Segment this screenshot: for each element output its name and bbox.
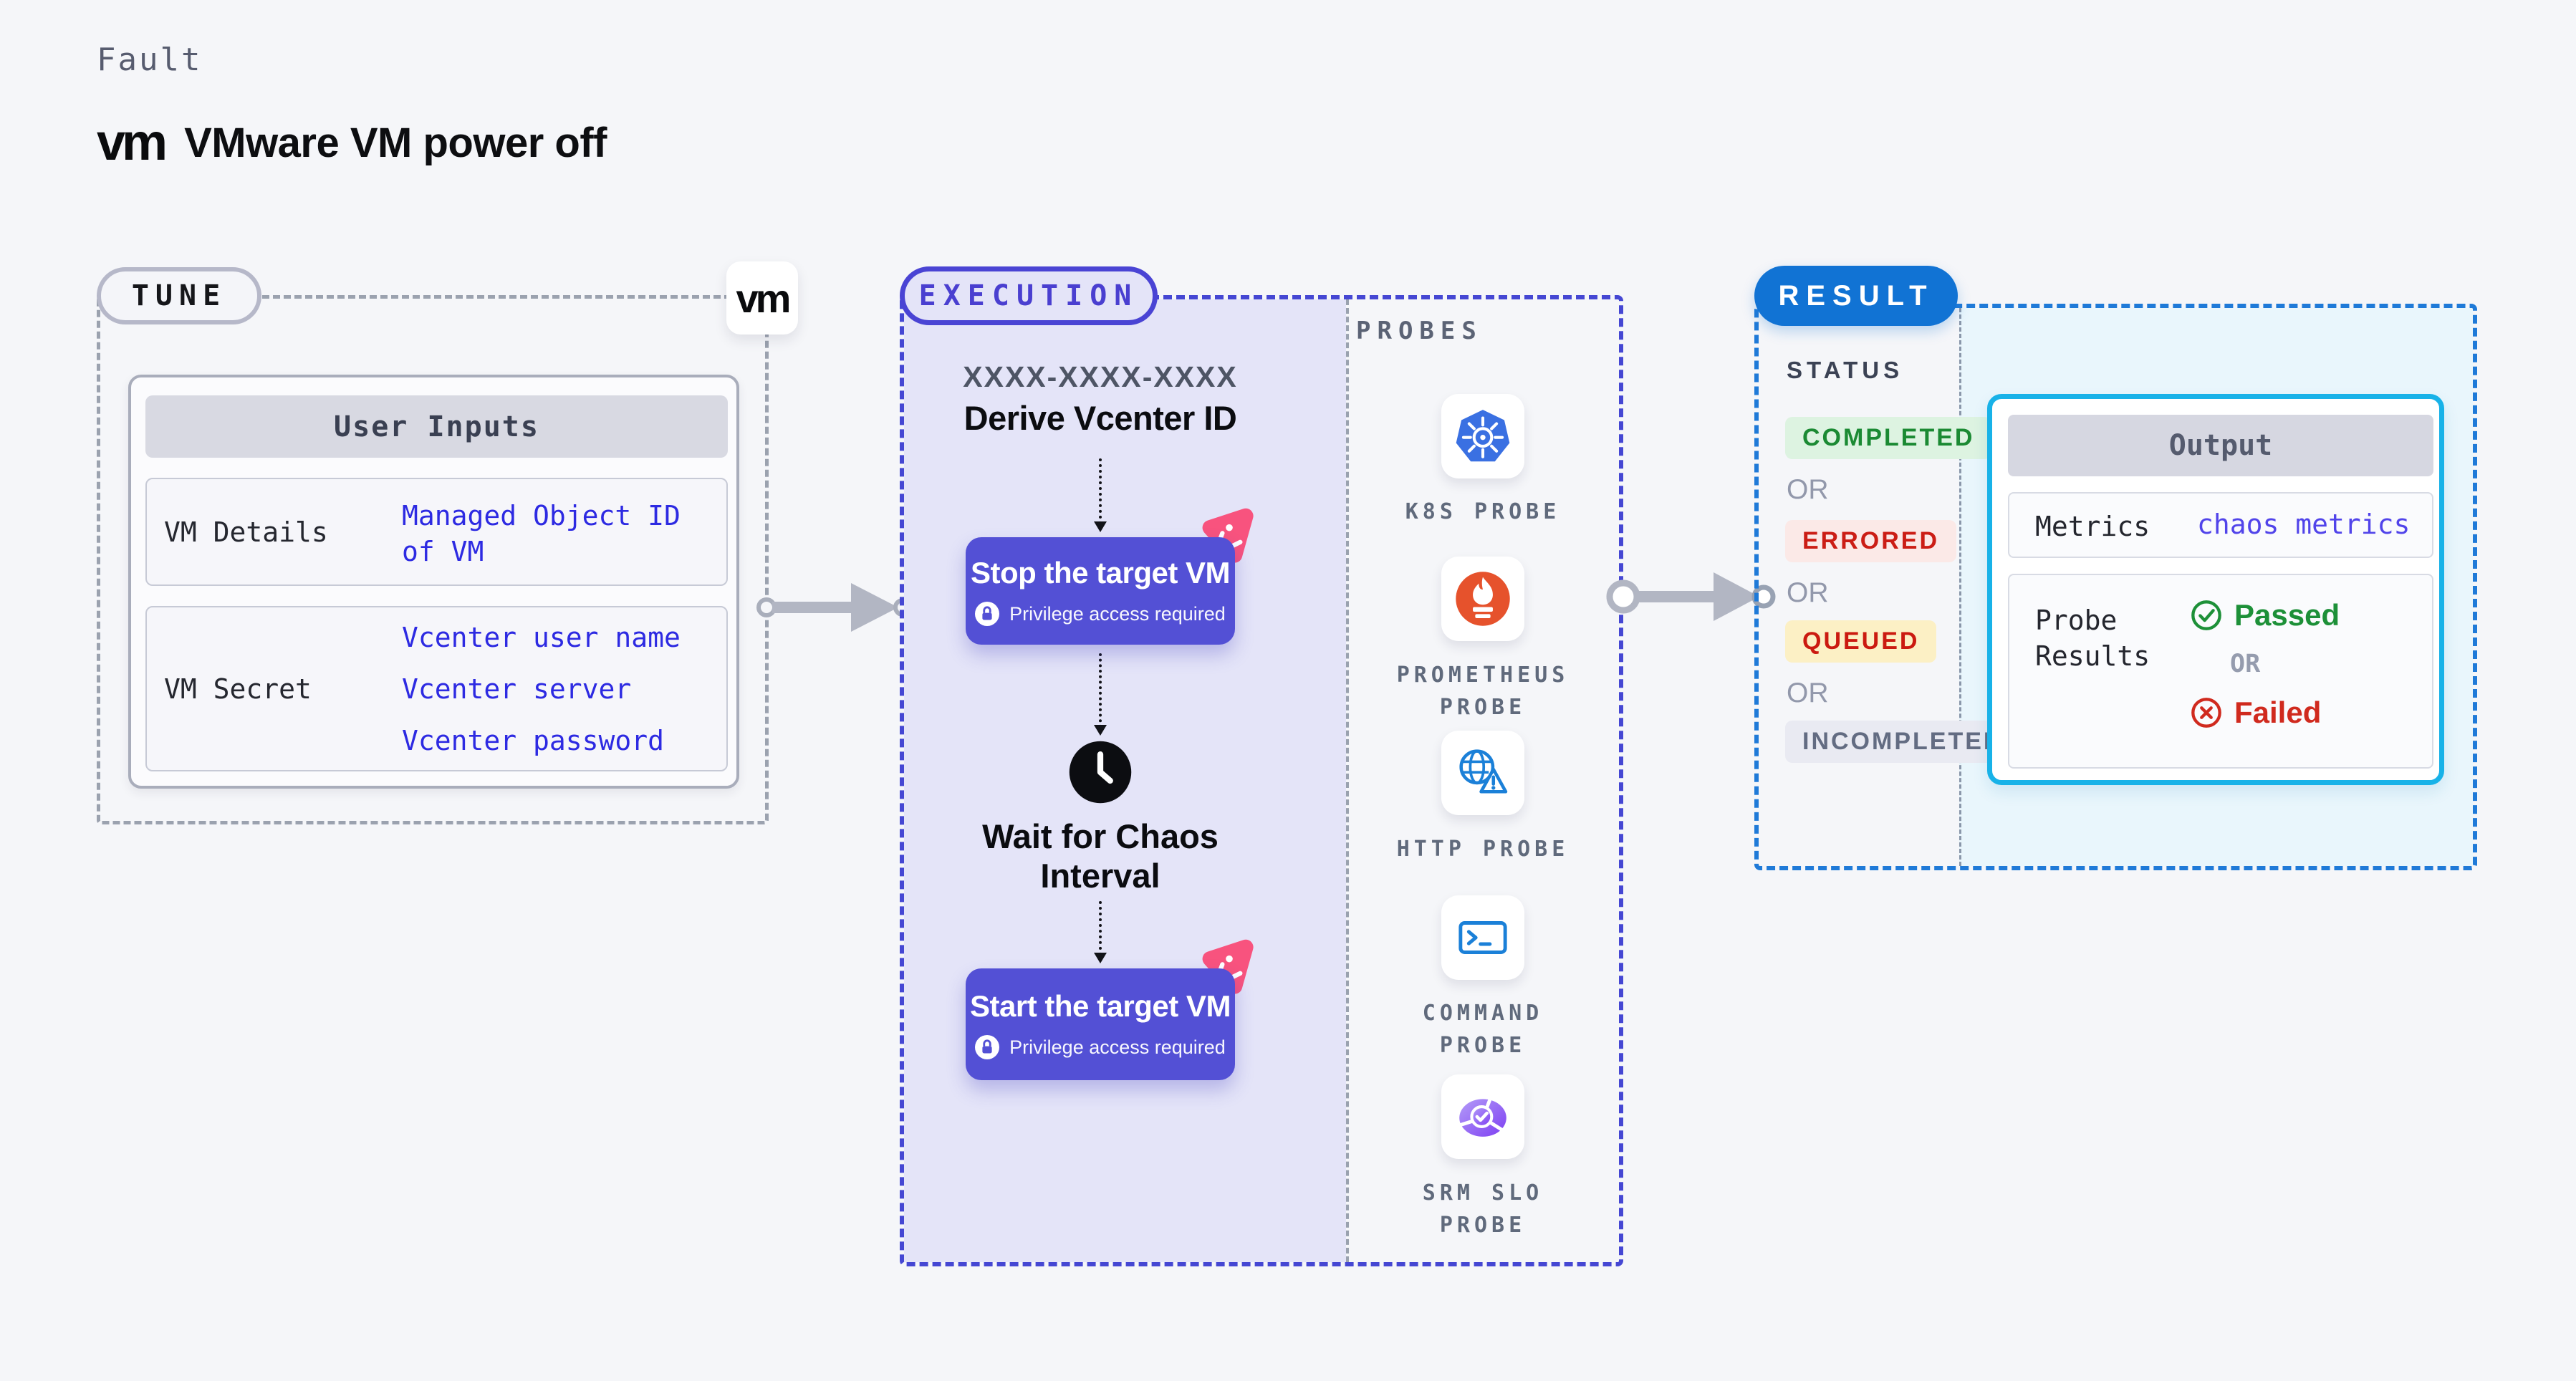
- donut-check-icon: [1459, 1099, 1506, 1137]
- privilege-note: Privilege access required: [975, 602, 1226, 626]
- metrics-value: chaos metrics: [2197, 509, 2411, 540]
- check-circle-icon: [2191, 600, 2221, 630]
- probe-label-http: HTTP PROBE: [1396, 837, 1570, 862]
- execution-pill: EXECUTION: [900, 266, 1158, 325]
- vmware-logo: vm: [97, 114, 168, 171]
- x-circle-icon: [2191, 698, 2221, 728]
- row-values: Vcenter user name Vcenter server Vcenter…: [402, 607, 681, 770]
- probe-label-command: COMMAND PROBE: [1422, 1001, 1544, 1058]
- status-divider: [1959, 308, 1961, 866]
- execution-to-result-arrow: [1606, 572, 1776, 621]
- wait-chaos-interval-label: Wait for Chaos Interval: [982, 817, 1219, 895]
- status-title: STATUS: [1787, 357, 1904, 383]
- metrics-label: Metrics: [2035, 511, 2150, 542]
- row-label: VM Secret: [164, 673, 312, 705]
- probe-results-label: Probe Results: [2035, 605, 2150, 672]
- tune-pill: TUNE: [97, 267, 261, 324]
- table-row-vm-secret: VM Secret Vcenter user name Vcenter serv…: [145, 606, 728, 771]
- probe-label-k8s: K8S PROBE: [1405, 499, 1561, 524]
- probe-card-srm-slo: [1441, 1074, 1524, 1159]
- probe-results-row: Probe Results Passed OR Failed: [2008, 574, 2433, 769]
- privilege-note-text: Privilege access required: [1009, 602, 1226, 625]
- stop-target-vm-node: Stop the target VM Privilege access requ…: [966, 537, 1235, 645]
- page-header: vm VMware VM power off: [97, 113, 607, 172]
- metrics-row: Metrics chaos metrics: [2008, 492, 2433, 558]
- dotted-arrow-head: [1094, 953, 1107, 963]
- start-target-vm-node: Start the target VM Privilege access req…: [966, 968, 1235, 1080]
- probes-divider: [1346, 299, 1349, 1262]
- secret-value: Vcenter user name: [402, 621, 681, 653]
- secret-value: Vcenter password: [402, 724, 665, 756]
- kubernetes-icon: [1456, 410, 1510, 462]
- dotted-arrow-head: [1094, 521, 1107, 532]
- failed-label: Failed: [2234, 696, 2322, 729]
- status-badge-errored: ERRORED: [1785, 520, 1957, 562]
- passed-line: Passed: [2190, 598, 2340, 632]
- privilege-note: Privilege access required: [975, 1035, 1226, 1059]
- globe-warning-icon: [1459, 749, 1508, 794]
- vmware-logo-icon: vm: [736, 275, 792, 321]
- status-badge-queued: QUEUED: [1785, 620, 1937, 663]
- probe-card-k8s: [1441, 394, 1524, 478]
- probe-card-command: [1441, 895, 1524, 980]
- probes-title: PROBES: [1356, 317, 1483, 345]
- tune-to-execution-arrow: [756, 583, 912, 632]
- dotted-arrow-line: [1099, 901, 1102, 956]
- fault-eyebrow: Fault: [97, 42, 203, 78]
- tune-section-box: [97, 295, 769, 824]
- failed-line: Failed: [2190, 696, 2340, 730]
- status-badge-incompleted: INCOMPLETED: [1785, 721, 2021, 763]
- terminal-icon: [1458, 921, 1507, 954]
- passed-label: Passed: [2234, 598, 2340, 632]
- probe-card-http: [1441, 731, 1524, 815]
- clock-icon: [1069, 741, 1132, 804]
- or-separator: OR: [2230, 650, 2261, 678]
- probe-label-srm-slo: SRM SLO PROBE: [1422, 1180, 1544, 1238]
- table-row-vm-details: VM Details Managed Object ID of VM: [145, 478, 728, 586]
- or-separator: OR: [1787, 678, 1829, 708]
- probe-card-prometheus: [1441, 557, 1524, 641]
- derive-vcenter-code: XXXX-XXXX-XXXX: [963, 360, 1238, 393]
- probe-label-prometheus: PROMETHEUS PROBE: [1396, 663, 1570, 720]
- output-card: Output Metrics chaos metrics Probe Resul…: [1987, 394, 2444, 785]
- vmware-logo-card: vm: [726, 261, 798, 335]
- row-value: Managed Object ID of VM: [402, 500, 681, 567]
- dotted-arrow-head: [1094, 725, 1107, 736]
- dotted-arrow-line: [1099, 653, 1102, 728]
- derive-vcenter-label: Derive Vcenter ID: [963, 399, 1237, 437]
- stop-target-vm-label: Stop the target VM: [970, 556, 1231, 590]
- dotted-arrow-line: [1099, 458, 1102, 524]
- secret-value: Vcenter server: [402, 673, 632, 705]
- lock-icon: [975, 1035, 1000, 1059]
- or-separator: OR: [1787, 577, 1829, 608]
- status-badge-completed: COMPLETED: [1785, 417, 1992, 459]
- probe-results-values: Passed OR Failed: [2190, 598, 2340, 730]
- row-label: VM Details: [164, 516, 328, 548]
- output-header: Output: [2008, 415, 2433, 476]
- prometheus-icon: [1456, 572, 1510, 626]
- start-target-vm-label: Start the target VM: [970, 989, 1231, 1023]
- user-inputs-card: User Inputs VM Details Managed Object ID…: [128, 375, 739, 789]
- lock-icon: [975, 602, 1000, 626]
- privilege-note-text: Privilege access required: [1009, 1036, 1226, 1058]
- user-inputs-header: User Inputs: [145, 395, 728, 458]
- or-separator: OR: [1787, 474, 1829, 505]
- page-title: VMware VM power off: [184, 119, 607, 166]
- result-pill: RESULT: [1754, 266, 1958, 326]
